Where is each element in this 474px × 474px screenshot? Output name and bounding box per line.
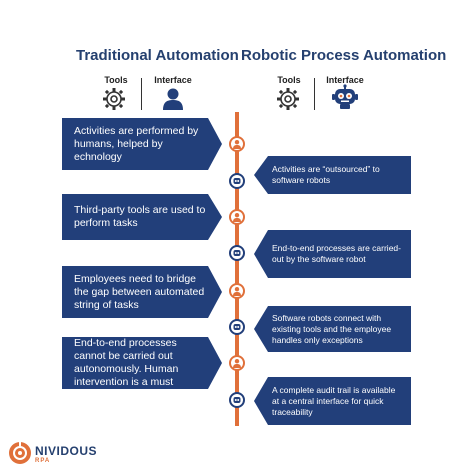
person-icon xyxy=(233,287,241,296)
right-interface-label: Interface xyxy=(326,75,364,85)
timeline-node-human-4 xyxy=(229,355,245,371)
robot-icon xyxy=(233,250,241,256)
left-item-3: Employees need to bridge the gap between… xyxy=(62,266,222,318)
robot-icon xyxy=(233,397,241,403)
left-item-3-text: Employees need to bridge the gap between… xyxy=(74,272,205,311)
left-item-1: Activities are performed by humans, help… xyxy=(62,118,222,170)
robot-icon xyxy=(233,178,241,184)
traditional-automation-title: Traditional Automation xyxy=(76,47,239,64)
left-header-divider xyxy=(141,78,142,110)
gear-icon xyxy=(277,88,299,110)
timeline-node-human-2 xyxy=(229,209,245,225)
timeline-node-human-3 xyxy=(229,283,245,299)
left-item-2-text: Third-party tools are used to perform ta… xyxy=(74,204,206,229)
right-item-1: Activities are “outsourced” to software … xyxy=(254,156,411,194)
right-item-1-text: Activities are “outsourced” to software … xyxy=(272,164,380,185)
right-item-3: Software robots connect with existing to… xyxy=(254,306,411,352)
timeline-node-robot-4 xyxy=(229,392,245,408)
left-item-1-text: Activities are performed by humans, help… xyxy=(74,124,199,163)
logo-subtitle: RPA xyxy=(35,458,51,464)
right-header-divider xyxy=(314,78,315,110)
logo-name: NIVIDOUS xyxy=(35,444,98,458)
logo-icon xyxy=(9,442,31,464)
timeline-node-robot-3 xyxy=(229,319,245,335)
rpa-title: Robotic Process Automation xyxy=(241,47,447,64)
left-tools-label: Tools xyxy=(104,75,128,85)
gear-icon xyxy=(103,88,125,110)
right-item-3-text: Software robots connect with existing to… xyxy=(272,312,392,345)
right-item-4-text: A complete audit trail is available at a… xyxy=(272,384,396,417)
right-item-4: A complete audit trail is available at a… xyxy=(254,377,411,425)
left-item-4-text: End-to-end processes cannot be carried o… xyxy=(74,337,179,388)
right-item-2-text: End-to-end processes are carried-out by … xyxy=(272,243,401,264)
person-icon xyxy=(233,213,241,222)
right-tools-label: Tools xyxy=(277,75,301,85)
left-item-2: Third-party tools are used to perform ta… xyxy=(62,194,222,240)
person-icon xyxy=(233,140,241,149)
right-item-2: End-to-end processes are carried-out by … xyxy=(254,230,411,278)
left-interface-label: Interface xyxy=(154,75,192,85)
timeline-node-robot-1 xyxy=(229,173,245,189)
person-icon xyxy=(233,359,241,368)
person-icon xyxy=(163,88,183,110)
robot-icon xyxy=(332,84,358,109)
timeline-node-human-1 xyxy=(229,136,245,152)
timeline-node-robot-2 xyxy=(229,245,245,261)
robot-icon xyxy=(233,324,241,330)
timeline-spine xyxy=(235,112,239,426)
left-item-4: End-to-end processes cannot be carried o… xyxy=(62,337,222,389)
